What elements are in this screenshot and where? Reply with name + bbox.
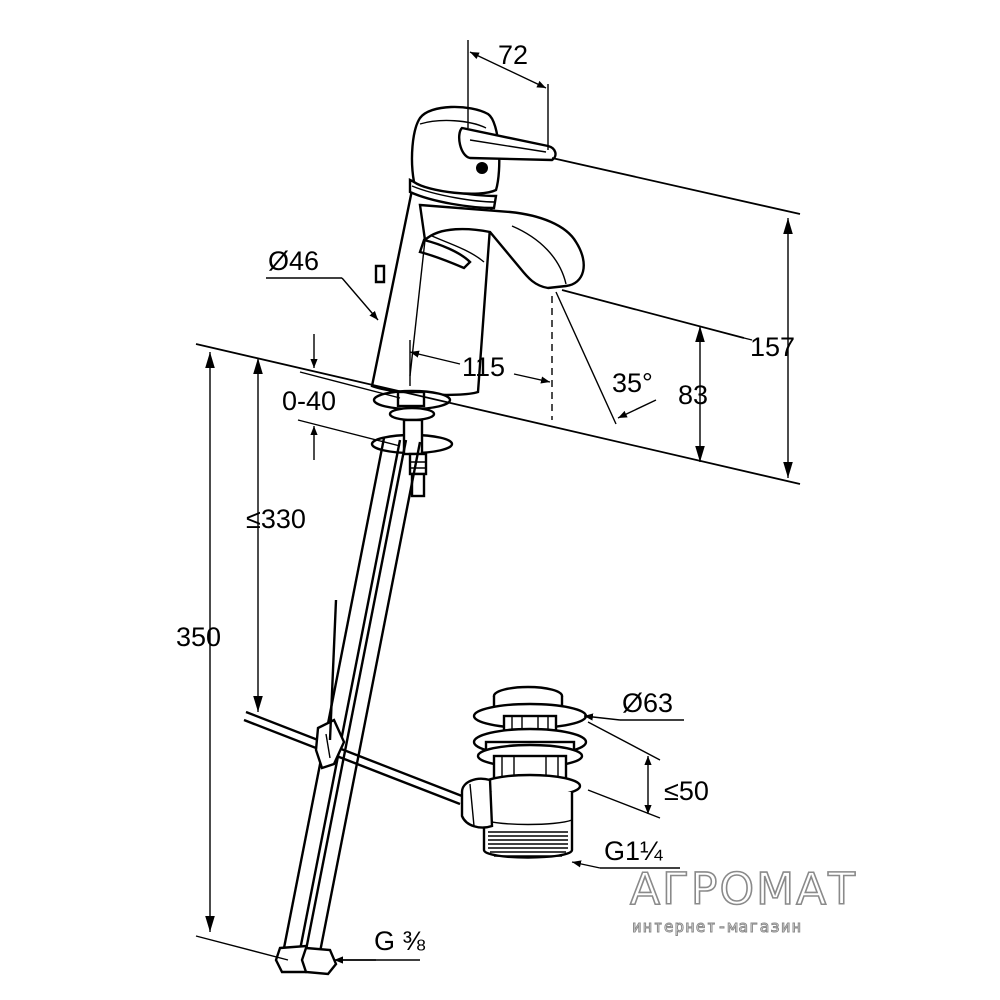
faucet-handle bbox=[410, 105, 501, 195]
handle-lever bbox=[458, 126, 557, 162]
flex-hose-right bbox=[304, 439, 408, 951]
faucet-spout bbox=[418, 203, 585, 290]
popup-waste bbox=[460, 685, 588, 859]
spout-lever bbox=[418, 238, 472, 270]
faucet-drawing bbox=[243, 105, 588, 976]
dim-thread-g3-8: G ⅜ bbox=[374, 926, 426, 956]
popup-rod bbox=[245, 710, 463, 798]
dim-diameter-46: Ø46 bbox=[268, 246, 319, 276]
dim-0-40: 0-40 bbox=[282, 386, 336, 416]
dim-115: 115 bbox=[462, 352, 505, 382]
dim-diameter-63: Ø63 bbox=[622, 688, 673, 718]
dim-max-50: ≤50 bbox=[664, 776, 709, 806]
rod-clip-icon bbox=[314, 718, 346, 770]
waste-thread-icon bbox=[488, 831, 568, 857]
dimension-lines bbox=[195, 40, 801, 964]
dim-83: 83 bbox=[678, 380, 708, 410]
watermark: АГРОМАТ интернет-магазин bbox=[629, 863, 857, 936]
watermark-brand: АГРОМАТ bbox=[630, 864, 857, 915]
dim-thread-g1-1-4: G1¼ bbox=[604, 836, 663, 866]
flex-hose-left bbox=[282, 437, 386, 949]
dim-max-330: ≤330 bbox=[246, 504, 306, 534]
dim-angle-35: 35° bbox=[612, 368, 653, 398]
indicator-dot-icon bbox=[476, 162, 488, 174]
watermark-subtitle: интернет-магазин bbox=[632, 917, 802, 936]
dim-157: 157 bbox=[750, 332, 795, 362]
dim-72: 72 bbox=[498, 40, 528, 70]
dim-350: 350 bbox=[176, 622, 221, 652]
